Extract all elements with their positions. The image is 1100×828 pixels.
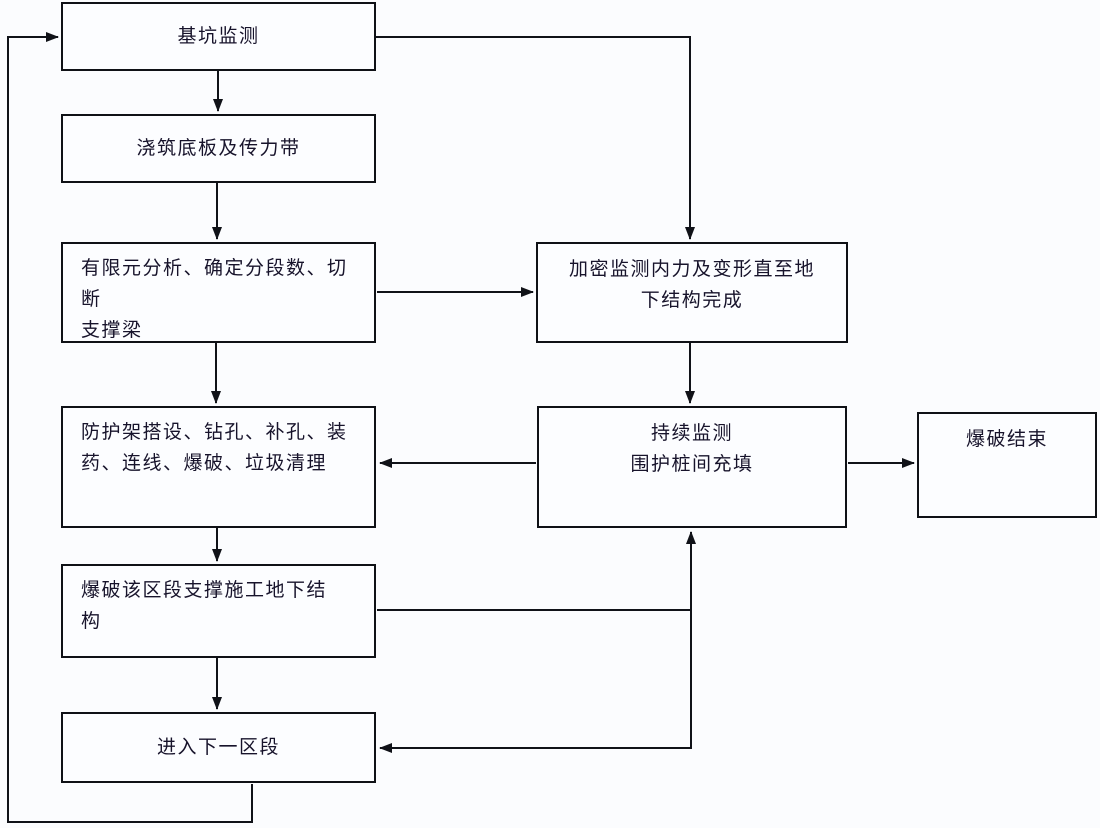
arrow-pit-to-intensified (376, 36, 695, 240)
arrow-loop-next-to-pit (7, 32, 253, 823)
flow-node-line: 药、连线、爆破、垃圾清理 (81, 453, 328, 474)
flow-node-line: 加密监测内力及变形直至地 (568, 259, 815, 280)
flow-node-continuous-monitoring: 持续监测 围护桩间充填 (537, 406, 847, 528)
flow-node-line: 支撑梁 (81, 320, 143, 341)
flow-node-line: 有限元分析、确定分段数、切断 (81, 258, 348, 310)
flow-node-pour-slab: 浇筑底板及传力带 (61, 114, 376, 183)
flow-node-label: 基坑监测 (177, 26, 260, 47)
arrow-blastsec-to-next-right (379, 610, 692, 753)
flow-node-line: 下结构完成 (640, 290, 744, 311)
flow-node-line: 防护架搭设、钻孔、补孔、装 (81, 422, 348, 443)
flow-node-pit-monitoring: 基坑监测 (61, 2, 376, 71)
flow-node-label: 爆破结束 (965, 429, 1048, 450)
flow-node-intensified-monitoring: 加密监测内力及变形直至地 下结构完成 (536, 242, 848, 343)
flow-node-label: 浇筑底板及传力带 (136, 138, 301, 159)
flow-node-next-section: 进入下一区段 (61, 712, 376, 783)
flow-node-label: 进入下一区段 (156, 737, 280, 758)
flow-node-blast-finished: 爆破结束 (917, 412, 1097, 518)
flow-node-blast-section: 爆破该区段支撑施工地下结 构 (61, 564, 376, 658)
flow-node-line: 构 (81, 611, 102, 632)
flow-node-line: 持续监测 (650, 423, 733, 444)
flow-node-line: 围护桩间充填 (630, 454, 754, 475)
flow-node-line: 爆破该区段支撑施工地下结 (81, 580, 328, 601)
flow-node-fem-analysis: 有限元分析、确定分段数、切断 支撑梁 (61, 242, 376, 343)
flow-node-blast-preparation: 防护架搭设、钻孔、补孔、装 药、连线、爆破、垃圾清理 (61, 406, 376, 528)
